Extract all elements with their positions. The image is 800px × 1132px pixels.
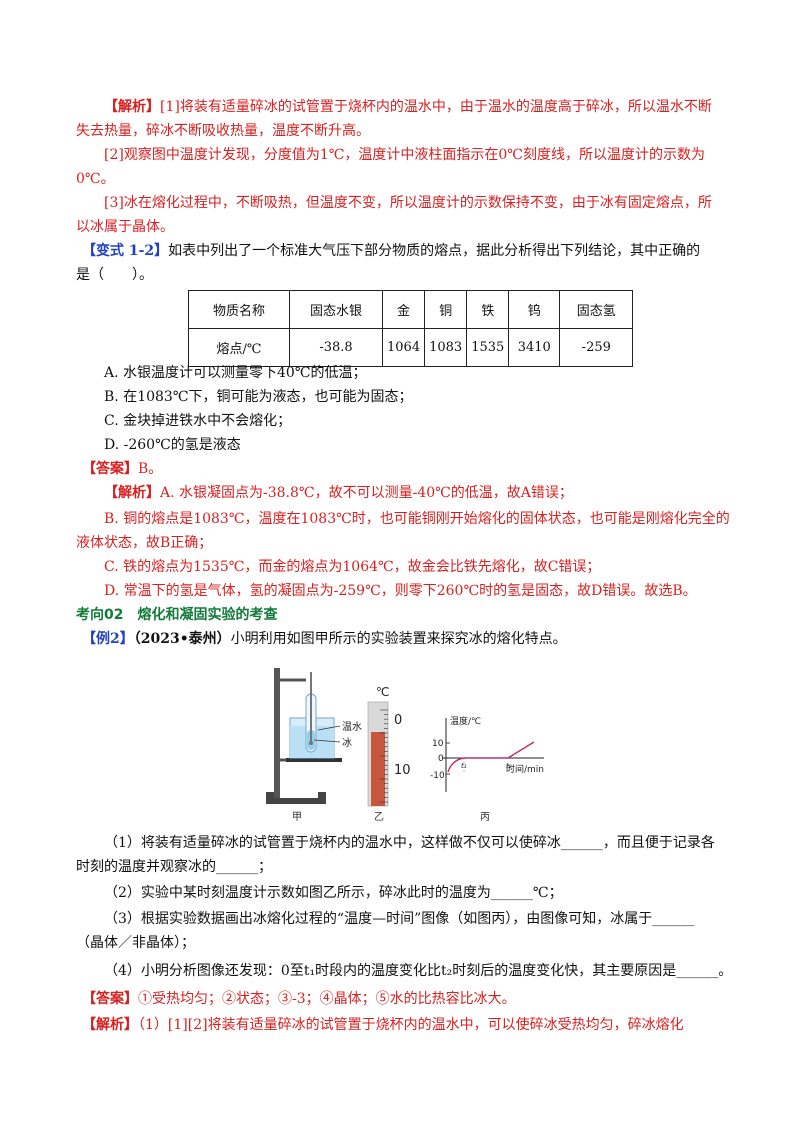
label-ice: 冰	[342, 736, 352, 749]
thermometer-label-0: 0	[394, 713, 402, 728]
option-b: B. 在1083℃下，铜可能为液态，也可能为固态；	[104, 389, 413, 405]
graph-t2: t₂	[506, 762, 512, 770]
thermometer: ℃ 0 10	[367, 685, 411, 807]
answer-text-2: ①受热均匀；②状态；③-3；④晶体；⑤水的比热容比冰大。	[138, 991, 516, 1007]
example-line: 【例2】（2023•泰州）小明利用如图甲所示的实验装置来探究冰的熔化特点。	[82, 629, 567, 651]
graph-t1: t₁	[461, 762, 467, 770]
example-tag: 【例2】	[82, 631, 134, 647]
table-cell: 物质名称	[188, 290, 290, 329]
answer-tag: 【答案】	[82, 461, 138, 477]
label-leader-water	[317, 725, 341, 731]
explain-tag-2: 【解析】	[82, 1017, 138, 1033]
variant-question-line-2: 是（ ）。	[76, 267, 153, 283]
thermometer-label-10: 10	[394, 763, 411, 778]
table-cell: 固态氢	[559, 290, 634, 329]
explain-line-4: C. 铁的熔点为1535℃，而金的熔点为1064℃，故金会比铁先熔化，故C错误；	[104, 559, 601, 575]
figure-svg: 温水 冰 ℃ 0 10 温度/℃ 时间/min 10 0 -10	[266, 668, 544, 823]
sub-question-1b: 时刻的温度并观察冰的______；	[76, 859, 272, 875]
sub-question-4: （4）小明分析图像还发现：0至t₁时段内的温度变化比t₂时刻后的温度变化快，其主…	[104, 963, 733, 979]
explain-text: A. 水银凝固点为-38.8℃，故不可以测量-40℃的低温，故A错误；	[160, 485, 573, 501]
label-leader-ice	[313, 739, 341, 743]
answer-line: 【答案】B。	[82, 459, 162, 481]
table-cell: 熔点/℃	[188, 328, 290, 367]
answer-line-2: 【答案】①受热均匀；②状态；③-3；④晶体；⑤水的比热容比冰大。	[82, 989, 516, 1011]
table-cell: 钨	[508, 290, 561, 329]
analysis-line-4: 0℃。	[76, 171, 115, 187]
explain-line-3: 液体状态，故B正确；	[76, 535, 213, 551]
analysis-line-6: 以冰属于晶体。	[76, 219, 174, 235]
table-cell: -259	[559, 328, 634, 367]
analysis-line-1: 【解析】[1]将装有适量碎冰的试管置于烧杯内的温水中，由于温水的温度高于碎冰，所…	[104, 97, 712, 119]
melting-point-table: 物质名称 固态水银 金 铜 铁 钨 固态氢 熔点/℃ -38.8 1064 10…	[188, 290, 634, 367]
sub-question-3a: （3）根据实验数据画出冰熔化过程的“温度—时间”图像（如图丙），由图像可知，冰属…	[104, 911, 695, 927]
explain-tag: 【解析】	[104, 485, 160, 501]
analysis-text: [1]将装有适量碎冰的试管置于烧杯内的温水中，由于温水的温度高于碎冰，所以温水不…	[160, 99, 712, 115]
table-cell: 铜	[424, 290, 468, 329]
variant-question-line-1: 【变式 1-2】如表中列出了一个标准大气压下部分物质的熔点，据此分析得出下列结论…	[82, 241, 700, 263]
table-cell: 金	[381, 290, 426, 329]
option-d: D. -260℃的氢是液态	[104, 437, 241, 453]
table-cell: 1535	[466, 328, 510, 367]
graph-y-tick-m10: -10	[430, 771, 445, 781]
label-water: 温水	[342, 721, 362, 733]
graph-y-label: 温度/℃	[450, 715, 481, 727]
experiment-figure: 温水 冰 ℃ 0 10 温度/℃ 时间/min 10 0 -10	[252, 660, 552, 823]
table-cell: 1083	[424, 328, 468, 367]
thermometer-ticks	[380, 709, 388, 803]
table-cell: 铁	[466, 290, 510, 329]
section-title: 考向02 熔化和凝固实验的考查	[76, 607, 278, 623]
analysis-line-3: [2]观察图中温度计发现，分度值为1℃，温度计中液柱面指示在0℃刻度线，所以温度…	[104, 147, 705, 163]
example-source: （2023•泰州）	[133, 631, 231, 647]
sub-question-1a: （1）将装有适量碎冰的试管置于烧杯内的温水中，这样做不仅可以使碎冰______，…	[104, 835, 715, 851]
table-row: 熔点/℃ -38.8 1064 1083 1535 3410 -259	[188, 328, 634, 367]
analysis-tag: 【解析】	[104, 99, 160, 115]
table-cell: 固态水银	[289, 290, 383, 329]
table-cell: -38.8	[289, 328, 383, 367]
explain-line-5: D. 常温下的氢是气体，氢的凝固点为-259℃，则零下260℃时的氢是固态，故D…	[104, 583, 697, 599]
test-tube	[305, 672, 317, 753]
caption-c: 丙	[480, 812, 490, 822]
explain-text-2: （1）[1][2]将装有适量碎冰的试管置于烧杯内的温水中，可以使碎冰受热均匀，碎…	[138, 1017, 684, 1033]
explain-line-2-1: 【解析】（1）[1][2]将装有适量碎冰的试管置于烧杯内的温水中，可以使碎冰受热…	[82, 1015, 684, 1037]
table-header-row: 物质名称 固态水银 金 铜 铁 钨 固态氢	[188, 290, 634, 329]
option-c: C. 金块掉进铁水中不会熔化；	[104, 413, 292, 429]
option-a: A. 水银温度计可以测量零下40℃的低温；	[104, 365, 367, 381]
variant-tag: 【变式 1-2】	[82, 243, 169, 259]
table-cell: 1064	[381, 328, 426, 367]
example-text: 小明利用如图甲所示的实验装置来探究冰的熔化特点。	[230, 631, 567, 647]
sub-question-3b: （晶体／非晶体）；	[76, 935, 195, 951]
answer-text: B。	[138, 461, 163, 477]
explain-line-2: B. 铜的熔点是1083℃，温度在1083℃时，也可能铜刚开始熔化的固体状态，也…	[104, 511, 730, 527]
table-cell: 3410	[508, 328, 561, 367]
thermometer-unit: ℃	[376, 685, 389, 699]
apparatus-stand	[266, 668, 342, 804]
graph-y-tick-10: 10	[432, 739, 444, 749]
caption-b: 乙	[374, 811, 384, 822]
analysis-line-2: 失去热量，碎冰不断吸收热量，温度不断升高。	[76, 123, 370, 139]
explain-line-1: 【解析】A. 水银凝固点为-38.8℃，故不可以测量-40℃的低温，故A错误；	[104, 483, 573, 505]
caption-a: 甲	[292, 812, 302, 822]
answer-tag-2: 【答案】	[82, 991, 138, 1007]
sub-question-2: （2）实验中某时刻温度计示数如图乙所示，碎冰此时的温度为______℃；	[104, 885, 563, 901]
analysis-line-5: [3]冰在熔化过程中，不断吸热，但温度不变，所以温度计的示数保持不变，由于冰有固…	[104, 195, 712, 211]
variant-text: 如表中列出了一个标准大气压下部分物质的熔点，据此分析得出下列结论，其中正确的	[168, 243, 701, 259]
temperature-time-graph: 温度/℃ 时间/min 10 0 -10 t₁ t₂	[430, 715, 544, 792]
thermometer-liquid	[371, 732, 385, 806]
graph-x-label: 时间/min	[506, 763, 544, 775]
graph-y-tick-0: 0	[438, 754, 444, 764]
